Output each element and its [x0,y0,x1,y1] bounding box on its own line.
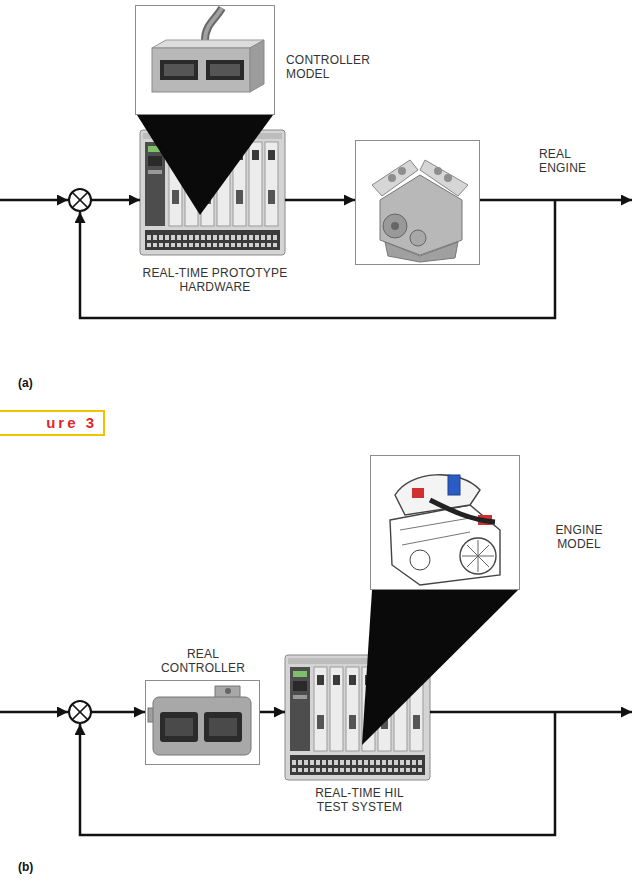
ecu-model-picture-part [152,40,264,48]
panel-label: (b) [18,860,33,874]
ecu-model-picture [152,8,264,92]
engine-picture-part [383,214,407,238]
engine-picture-part [398,167,406,175]
ecu-model-picture-part [164,64,194,76]
ecu-picture-part [209,718,237,736]
signal-wire-part [80,712,555,835]
engine-picture [372,160,468,262]
engine-picture-part [372,160,418,196]
engine-drawing-part [430,500,495,522]
engine-drawing-part [400,518,470,545]
figure-tag: ure 3 [0,410,105,436]
signal-wire [0,200,632,318]
ecu-model-picture-part [205,8,222,40]
ecu-model-picture-part [152,48,250,92]
signal-wire-part [80,200,555,318]
controller-box: REAL CONTROLLER [145,680,260,765]
zoom-callout [362,590,518,745]
summing-junction-part [69,701,91,723]
ecu-picture-part [215,686,240,698]
signal-arrow [260,711,285,714]
engine-drawing-part [448,475,460,495]
node-label: REAL-TIME PROTOTYPE HARDWARE [140,266,290,294]
signal-wire-part [91,711,145,714]
summing-junction [69,189,91,211]
summing-junction-part [72,704,88,720]
signal-arrow [285,199,355,202]
node-label: CONTROLLER MODEL [286,53,381,81]
engine-drawing [390,475,500,585]
ecu-model-picture-part [210,64,240,76]
ecu-model-picture-part [250,40,264,92]
ecu-picture-part [204,712,242,742]
node-label: REAL-TIME HIL TEST SYSTEM [302,786,417,814]
engine-picture-part [410,230,426,246]
signal-wire-part [430,711,632,714]
ecu-picture-part [225,688,231,694]
node-label: ENGINE MODEL [549,523,609,551]
callout-box: ENGINE MODEL [370,455,520,590]
engine-picture-part [385,242,458,262]
signal-wire-part [0,199,68,202]
ecu-picture-part [160,712,198,742]
signal-wire-part [0,711,68,714]
engine-drawing-part [410,550,430,570]
hil-system-box: REAL-TIME HIL TEST SYSTEM [285,655,430,780]
panel-label: (a) [18,376,33,390]
hardware-box: REAL-TIME PROTOTYPE HARDWARE [140,130,285,255]
summing-junction [69,701,91,723]
engine-picture-part [388,174,396,182]
ecu-picture-part [165,718,193,736]
zoom-callout [137,115,273,215]
node-label: REAL ENGINE [539,147,609,175]
engine-drawing-part [412,488,424,498]
ecu-picture [148,686,251,755]
summing-junction-part [69,189,91,211]
ecu-picture-part [153,697,251,755]
ecu-model-picture-part [206,60,244,80]
engine-box: REAL ENGINE [355,140,480,265]
signal-wire-part [91,199,140,202]
figure-number: ure 3 [0,412,103,434]
engine-picture-part [391,222,399,230]
engine-picture-part [444,174,452,182]
ecu-model-picture-part [205,8,222,40]
engine-drawing-part [462,540,494,572]
callout-box: CONTROLLER MODEL [135,5,275,115]
node-label: REAL CONTROLLER [153,647,253,675]
summing-junction-part [72,192,88,208]
engine-picture-part [420,160,468,196]
engine-picture-part [434,167,442,175]
signal-wire [0,712,632,835]
ecu-model-picture-part [160,60,198,80]
engine-drawing-part [395,475,480,515]
engine-drawing-part [460,538,496,574]
engine-drawing-part [390,505,500,585]
